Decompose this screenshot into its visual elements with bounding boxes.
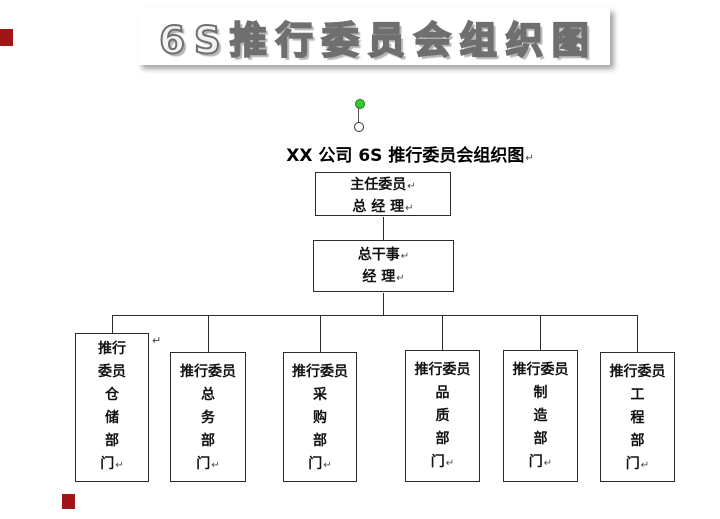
org-box-manufacturing[interactable]: 推行委员 制 造 部 门↵ — [503, 350, 578, 482]
return-mark-icon: ↵ — [396, 273, 405, 284]
box-line-text: 部 — [313, 433, 327, 449]
box-line-text: 采 — [313, 387, 327, 403]
return-mark-icon: ↵ — [152, 334, 162, 347]
handle-stem-line — [358, 107, 359, 123]
connector-line — [208, 316, 209, 352]
anchor-handle-icon[interactable] — [354, 122, 364, 132]
box-line-text: 门 — [196, 456, 211, 472]
red-marker-bottom-left — [62, 494, 75, 509]
rotate-handle-icon[interactable] — [355, 99, 365, 109]
return-mark-icon: ↵ — [407, 181, 416, 192]
box-line-text: 造 — [533, 408, 548, 424]
connector-line — [112, 316, 113, 333]
return-mark-icon: ↵ — [405, 203, 414, 214]
org-box-warehouse[interactable]: 推行 委员 仓 储 部 门↵ — [75, 333, 149, 482]
box-line-text: 门 — [430, 454, 445, 470]
red-marker-top-left — [0, 29, 13, 46]
box-line-text: 总干事 — [357, 247, 400, 263]
return-mark-icon: ↵ — [640, 460, 650, 471]
org-box-purchasing[interactable]: 推行委员 采 购 部 门↵ — [283, 352, 357, 482]
chart-title[interactable]: XX 公司 6S 推行委员会组织图↵ — [245, 141, 575, 166]
org-box-secretary[interactable]: 总干事↵ 经 理↵ — [313, 240, 454, 292]
connector-line — [540, 316, 541, 350]
org-box-general-affairs[interactable]: 推行委员 总 务 部 门↵ — [170, 352, 246, 482]
box-line-text: 制 — [533, 385, 548, 401]
return-mark-icon: ↵ — [211, 460, 220, 471]
box-line-text: 部 — [630, 433, 645, 449]
connector-line — [383, 217, 384, 240]
wordart-title: 6S推行委员会组织图 — [158, 18, 598, 63]
box-line-text: 总 — [201, 387, 215, 403]
box-line-text: 务 — [201, 410, 215, 426]
box-line-text: 储 — [105, 410, 119, 426]
box-line-text: 部 — [435, 431, 450, 447]
org-box-quality[interactable]: 推行委员 品 质 部 门↵ — [405, 350, 480, 482]
return-mark-icon: ↵ — [445, 458, 455, 469]
box-line-text: 推行委员 — [512, 362, 569, 378]
box-line-text: 门 — [528, 454, 543, 470]
box-line-text: 门 — [100, 456, 115, 472]
box-line-text: 推行委员 — [609, 364, 666, 380]
box-line-text: 门 — [308, 456, 323, 472]
connector-rail — [112, 315, 638, 316]
org-box-chairman[interactable]: 主任委员↵ 总 经 理↵ — [315, 172, 451, 216]
return-mark-icon: ↵ — [115, 460, 124, 471]
box-line-text: 程 — [630, 410, 645, 426]
wordart-banner[interactable]: 6S推行委员会组织图 — [138, 8, 610, 65]
box-line-text: 部 — [201, 433, 215, 449]
connector-line — [320, 316, 321, 352]
box-line-text: 门 — [625, 456, 640, 472]
return-mark-icon: ↵ — [543, 458, 553, 469]
org-box-engineering[interactable]: 推行委员 工 程 部 门↵ — [600, 352, 675, 482]
box-line-text: 工 — [630, 387, 645, 403]
box-line-text: 推行委员 — [180, 364, 236, 380]
return-mark-icon: ↵ — [400, 251, 410, 262]
connector-line — [442, 316, 443, 350]
return-mark-icon: ↵ — [323, 460, 332, 471]
box-line-text: 质 — [435, 408, 450, 424]
box-line-text: 推行委员 — [414, 362, 471, 378]
box-line-text: 仓 — [105, 387, 119, 403]
box-line-text: 经 理 — [362, 269, 396, 285]
box-line-text: 部 — [533, 431, 548, 447]
chart-title-text: XX 公司 6S 推行委员会组织图 — [286, 146, 525, 166]
box-line-text: 部 — [105, 433, 119, 449]
return-mark-icon: ↵ — [525, 153, 534, 164]
connector-line — [637, 316, 638, 352]
box-line-text: 推行委员 — [292, 364, 348, 380]
box-line-text: 品 — [435, 385, 450, 401]
box-line-text: 总 经 理 — [352, 199, 405, 215]
box-line-text: 主任委员 — [350, 177, 407, 193]
box-line-text: 推行 — [98, 341, 126, 357]
box-line-text: 委员 — [98, 364, 126, 380]
connector-line — [383, 293, 384, 315]
box-line-text: 购 — [313, 410, 327, 426]
